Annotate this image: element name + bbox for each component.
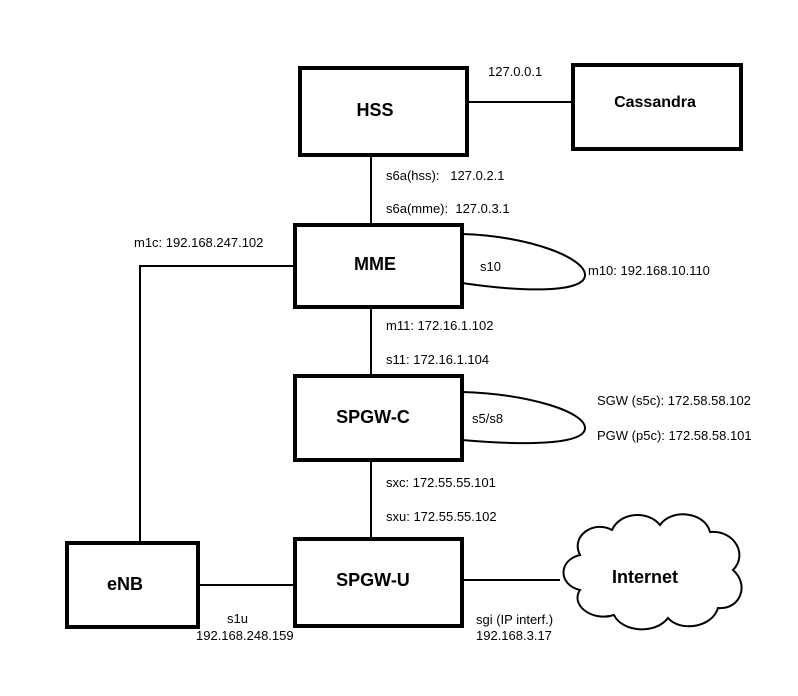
sgi-ip-label: 192.168.3.17	[476, 628, 552, 643]
mme-label: MME	[354, 254, 396, 274]
spgwu-label: SPGW-U	[336, 570, 410, 590]
spgwu-box	[293, 537, 464, 628]
sxu-label: sxu: 172.55.55.102	[386, 509, 497, 524]
s5s8-loop	[461, 391, 587, 445]
s6a-hss-label: s6a(hss): 127.0.2.1	[386, 168, 505, 183]
s6a-mme-label: s6a(mme): 127.0.3.1	[386, 201, 510, 216]
spgwc-label: SPGW-C	[336, 407, 410, 427]
sgi-label: sgi (IP interf.)	[476, 612, 553, 627]
s5s8-label: s5/s8	[472, 411, 503, 426]
enb-label: eNB	[107, 574, 143, 594]
s11-label: s11: 172.16.1.104	[386, 352, 489, 367]
cassandra-box	[571, 63, 743, 151]
s10-loop	[461, 233, 587, 291]
m10-label: m10: 192.168.10.110	[588, 263, 710, 278]
mme-enb-link	[139, 265, 295, 543]
mme-box	[293, 223, 464, 309]
s1u-ip-label: 192.168.248.159	[196, 628, 294, 643]
sxc-label: sxc: 172.55.55.101	[386, 475, 496, 490]
pgw-p5c-label: PGW (p5c): 172.58.58.101	[597, 428, 752, 443]
internet-cloud-icon	[562, 513, 743, 631]
hss-cassandra-ip-label: 127.0.0.1	[488, 64, 542, 79]
m1c-label: m1c: 192.168.247.102	[134, 235, 263, 250]
hss-box	[298, 66, 469, 157]
cassandra-label: Cassandra	[614, 94, 696, 111]
s1u-label: s1u	[227, 611, 248, 626]
spgwc-box	[293, 374, 464, 462]
m11-label: m11: 172.16.1.102	[386, 318, 493, 333]
enb-box	[65, 541, 200, 629]
internet-label: Internet	[612, 567, 678, 587]
hss-label: HSS	[356, 100, 393, 120]
s10-label: s10	[480, 259, 501, 274]
sgw-s5c-label: SGW (s5c): 172.58.58.102	[597, 393, 751, 408]
